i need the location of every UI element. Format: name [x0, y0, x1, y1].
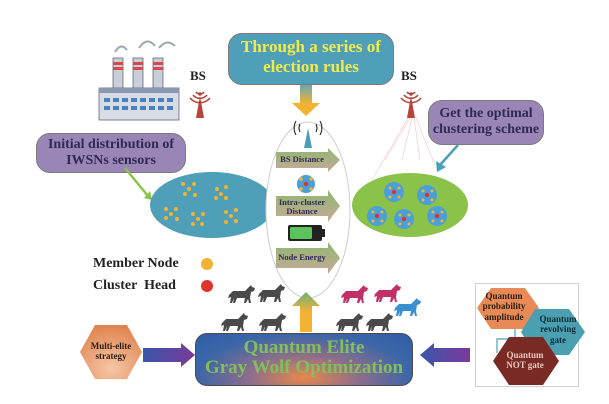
base-station-tower-icon	[189, 91, 211, 118]
left-arrow-icon	[420, 343, 470, 367]
base-station-label: BS	[190, 68, 206, 83]
quantum-probability-label: Quantum probability amplitude	[482, 291, 526, 322]
criterion-bs-distance: BS Distance	[280, 154, 324, 164]
criteria-arrow	[276, 242, 340, 274]
quantum-not-hexagon	[493, 337, 559, 385]
initial-distribution-callout: Initial distribution of IWSNs sensors	[36, 133, 186, 173]
clustered-field	[352, 173, 468, 237]
criterion-node-energy: Node Energy	[278, 252, 326, 262]
member-nodes	[164, 182, 238, 226]
multi-elite-line1: Multi-elite	[90, 341, 132, 351]
battery-icon	[288, 225, 325, 241]
initial-distribution-line2: IWSNs sensors	[66, 153, 156, 169]
multi-elite-hexagon	[80, 325, 142, 379]
quantum-hexagons	[477, 288, 585, 385]
right-arrow-icon	[143, 343, 195, 367]
quantum-not-label: Quantum NOT gate	[506, 350, 544, 371]
base-station-label: BS	[401, 68, 417, 83]
qegwo-line2: Gray Wolf Optimization	[204, 356, 404, 378]
sensor-field-diagram	[124, 167, 270, 238]
up-arrow-icon	[292, 292, 320, 332]
multi-elite-line2: strategy	[95, 351, 127, 362]
election-criteria-oval	[265, 120, 351, 299]
criterion-intra-cluster-distance: Intra-cluster Distance	[278, 197, 326, 217]
criteria-arrow	[276, 148, 340, 172]
legend-cluster-head-dot	[201, 280, 213, 292]
factory-icon	[98, 40, 180, 121]
optimal-clustering-line1: Get the optimal	[439, 106, 533, 121]
legend-cluster-head-label: Cluster Head	[93, 278, 176, 293]
optimal-clustering-line2: clustering scheme	[432, 122, 540, 138]
wolf-pack-icons	[221, 284, 421, 331]
criteria-arrow	[276, 190, 340, 222]
election-rules-callout: Through a series of election rules	[228, 33, 394, 85]
election-rules-line1: Through a series of	[241, 37, 381, 56]
pointer-arrow	[439, 144, 459, 166]
signal-lines	[371, 117, 436, 181]
qegwo-algorithm-box: Quantum Elite Gray Wolf Optimization	[195, 333, 413, 386]
down-arrow-icon	[292, 85, 320, 116]
multi-elite-label: Multi-elite strategy	[82, 341, 140, 362]
clustered-field-diagram	[352, 117, 468, 237]
sensor-field	[150, 172, 270, 238]
antenna-icon	[293, 120, 323, 148]
pointer-arrow	[124, 167, 149, 197]
legend-member-node-dot	[201, 258, 213, 270]
initial-distribution-line1: Initial distribution of	[47, 137, 175, 152]
legend-member-node-label: Member Node	[93, 256, 179, 271]
cluster-heads	[374, 189, 440, 222]
election-rules-line2: election rules	[263, 56, 359, 76]
quantum-revolving-label: Quantum revolving gate	[539, 314, 577, 345]
quantum-probability-hexagon	[477, 288, 539, 329]
qegwo-line1: Quantum Elite	[243, 337, 365, 358]
base-station-tower-icon	[400, 91, 422, 118]
optimal-clustering-callout: Get the optimal clustering scheme	[428, 100, 544, 145]
